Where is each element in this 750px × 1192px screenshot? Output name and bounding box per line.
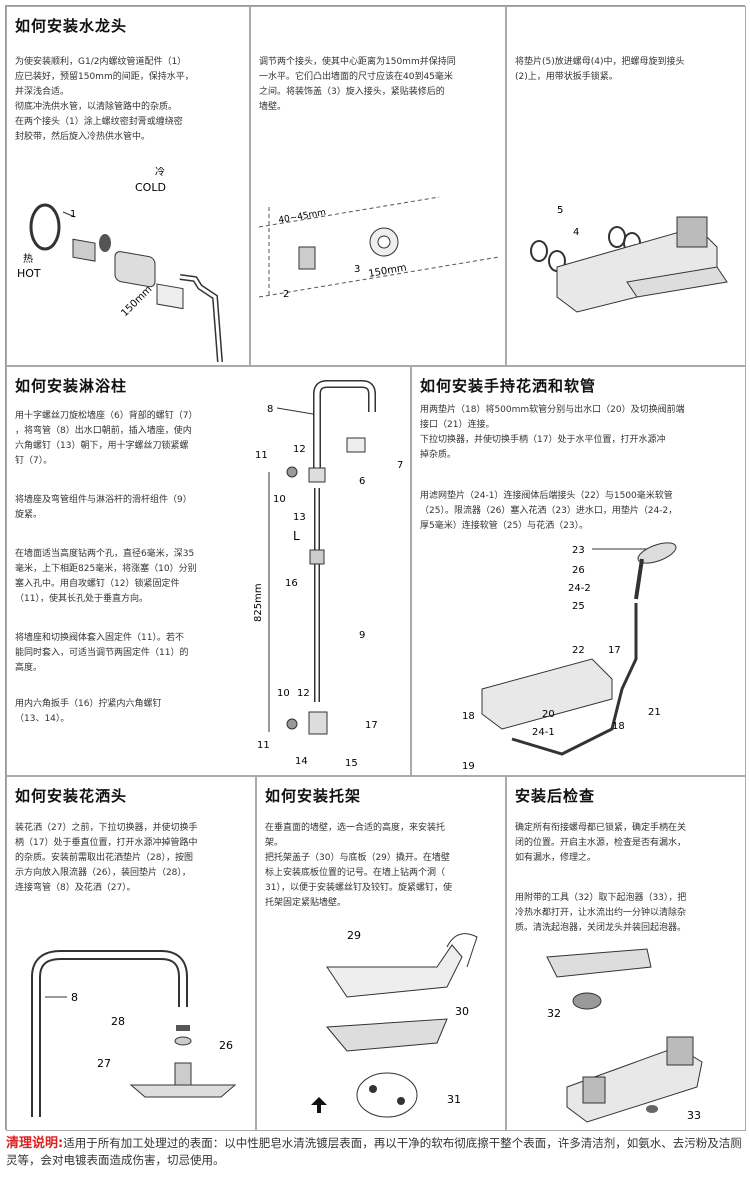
holder-step-text: 在垂直面的墙壁，选一合适的高度，来安装托 架。 把托架盖子（30）与底板（29）… [265,823,452,908]
svg-text:HOT: HOT [17,267,41,280]
instruction-sheet: 如何安装水龙头 为使安装顺利，G1/2内螺纹管道配件（1） 应已装好，预留150… [5,5,746,1131]
column-step4-text: 将墙座和切换阀体套入固定件（11）。若不 能同时套入，可适当调节两固定件（11）… [15,633,189,673]
svg-text:26: 26 [219,1039,233,1052]
check-section-title: 安装后检查 [515,787,596,805]
svg-text:150mm: 150mm [368,262,408,280]
showerhead-figure: 8 28 26 27 [31,950,237,1117]
svg-text:825mm: 825mm [253,583,264,622]
svg-text:10: 10 [277,688,290,699]
column-step3-text: 在墙面适当高度钻两个孔，直径6毫米，深35 毫米，上下相距825毫米，将涨塞（1… [15,549,197,604]
column-section-title: 如何安装淋浴柱 [15,377,128,395]
svg-text:33: 33 [687,1109,701,1122]
svg-text:8: 8 [71,991,78,1004]
svg-text:12: 12 [293,444,306,455]
column-step5-text: 用内六角扳手（16）拧紧内六角螺钉 （13、14）。 [15,699,162,724]
holder-section-title: 如何安装托架 [265,787,362,805]
svg-text:热: 热 [23,252,33,265]
check-step2-text: 用附带的工具（32）取下起泡器（33），把 冷热水都打开，让水流出约一分钟以清除… [515,893,687,933]
faucet-wall-figure: 40~45mm 2 3 150mm [259,196,499,300]
svg-text:13: 13 [293,512,306,523]
svg-text:16: 16 [285,578,298,589]
handheld-step2-text: 用滤网垫片（24-1）连接阀体后端接头（22）与1500毫米软管 （25）。限流… [420,491,678,531]
svg-text:40~45mm: 40~45mm [278,208,327,226]
svg-text:17: 17 [365,720,378,731]
svg-text:31: 31 [447,1093,461,1106]
svg-text:27: 27 [97,1057,111,1070]
svg-text:20: 20 [542,709,555,720]
aerator-figure: 32 33 [546,948,703,1123]
faucet-panel-2: 调节两个接头，使其中心距离为150mm并保持同 一水平。它们凸出墙面的尺寸应该在… [250,6,506,366]
svg-text:10: 10 [273,494,286,505]
svg-text:150mm: 150mm [119,284,154,319]
svg-text:6: 6 [359,476,365,487]
check-panel: 安装后检查 确定所有衔接螺母都已锁紧，确定手柄在关 闭的位置。开启主水源，检查是… [506,776,746,1131]
faucet-panel-3: 将垫片(5)放进螺母(4)中，把螺母旋到接头 (2)上，用带状扳手锁紧。 5 4 [506,6,746,366]
showerhead-section-title: 如何安装花洒头 [15,787,128,805]
faucet-step2-text: 调节两个接头，使其中心距离为150mm并保持同 一水平。它们凸出墙面的尺寸应该在… [259,57,456,112]
handheld-section-title: 如何安装手持花洒和软管 [420,377,597,395]
handheld-panel: 如何安装手持花洒和软管 用两垫片（18）将500mm软管分别与出水口（20）及切… [411,366,746,776]
faucet-step3-text: 将垫片(5)放进螺母(4)中，把螺母旋到接头 (2)上，用带状扳手锁紧。 [515,57,685,82]
svg-text:1: 1 [70,209,76,220]
svg-text:5: 5 [557,205,563,216]
faucet-section-title: 如何安装水龙头 [15,17,128,35]
svg-text:24-1: 24-1 [532,727,555,738]
column-step2-text: 将墙座及弯管组件与淋浴杆的滑杆组件（9） 旋紧。 [15,495,192,520]
handheld-shower-figure: 23 26 24-2 25 22 17 18 20 21 24-1 18 19 [462,542,677,772]
svg-text:11: 11 [255,450,268,461]
svg-text:32: 32 [547,1007,561,1020]
svg-text:2: 2 [283,289,289,300]
cleaning-note-text: 适用于所有加工处理过的表面：以中性肥皂水清洗镀层表面，再以干净的软布彻底擦干整个… [6,1136,742,1167]
svg-text:L: L [293,529,300,543]
svg-text:14: 14 [295,756,308,767]
holder-figure: 29 30 31 [311,929,478,1118]
mixer-valve-figure: 5 4 [530,205,728,313]
svg-text:24-2: 24-2 [568,583,591,594]
svg-text:18: 18 [612,721,625,732]
svg-text:30: 30 [455,1005,469,1018]
svg-text:25: 25 [572,601,585,612]
faucet-panel-1: 如何安装水龙头 为使安装顺利，G1/2内螺纹管道配件（1） 应已装好，预留150… [6,6,250,366]
svg-text:29: 29 [347,929,361,942]
svg-text:12: 12 [297,688,310,699]
column-step1-text: 用十字螺丝刀旋松墙座（6）背部的螺钉（7） ，将弯管（8）出水口朝前，插入墙座，… [15,411,198,466]
showerhead-step-text: 装花洒（27）之前，下拉切换器，并使切换手 柄（17）处于垂直位置，打开水源冲掉… [15,823,198,893]
svg-text:COLD: COLD [135,181,166,194]
svg-text:15: 15 [345,758,358,769]
handheld-step1-text: 用两垫片（18）将500mm软管分别与出水口（20）及切换阀前端 接口（21）连… [420,405,685,460]
holder-panel: 如何安装托架 在垂直面的墙壁，选一合适的高度，来安装托 架。 把托架盖子（30）… [256,776,506,1131]
svg-text:26: 26 [572,565,585,576]
svg-text:23: 23 [572,545,585,556]
svg-text:3: 3 [354,264,360,275]
svg-text:4: 4 [573,227,579,238]
svg-text:18: 18 [462,711,475,722]
svg-text:8: 8 [267,404,273,415]
column-panel: 如何安装淋浴柱 用十字螺丝刀旋松墙座（6）背部的螺钉（7） ，将弯管（8）出水口… [6,366,411,776]
svg-text:7: 7 [397,460,403,471]
showerhead-panel: 如何安装花洒头 装花洒（27）之前，下拉切换器，并使切换手 柄（17）处于垂直位… [6,776,256,1131]
check-step1-text: 确定所有衔接螺母都已锁紧，确定手柄在关 闭的位置。开启主水源，检查是否有漏水， … [515,823,687,863]
svg-text:21: 21 [648,707,661,718]
svg-text:19: 19 [462,761,475,772]
svg-text:冷: 冷 [155,167,165,178]
svg-text:22: 22 [572,645,585,656]
svg-text:28: 28 [111,1015,125,1028]
cleaning-note: 清理说明:适用于所有加工处理过的表面：以中性肥皂水清洗镀层表面，再以干净的软布彻… [6,1135,744,1168]
faucet-step1-text: 为使安装顺利，G1/2内螺纹管道配件（1） 应已装好，预留150mm的间距，保持… [15,57,194,142]
svg-text:11: 11 [257,740,270,751]
cleaning-note-label: 清理说明: [6,1136,64,1151]
faucet-connector-figure: 冷 COLD 1 热 HOT 150mm [17,167,223,362]
svg-text:17: 17 [608,645,621,656]
shower-column-figure: 8 7 11 12 10 6 13 L 16 825mm 9 10 12 17 … [253,380,403,769]
svg-text:9: 9 [359,630,365,641]
